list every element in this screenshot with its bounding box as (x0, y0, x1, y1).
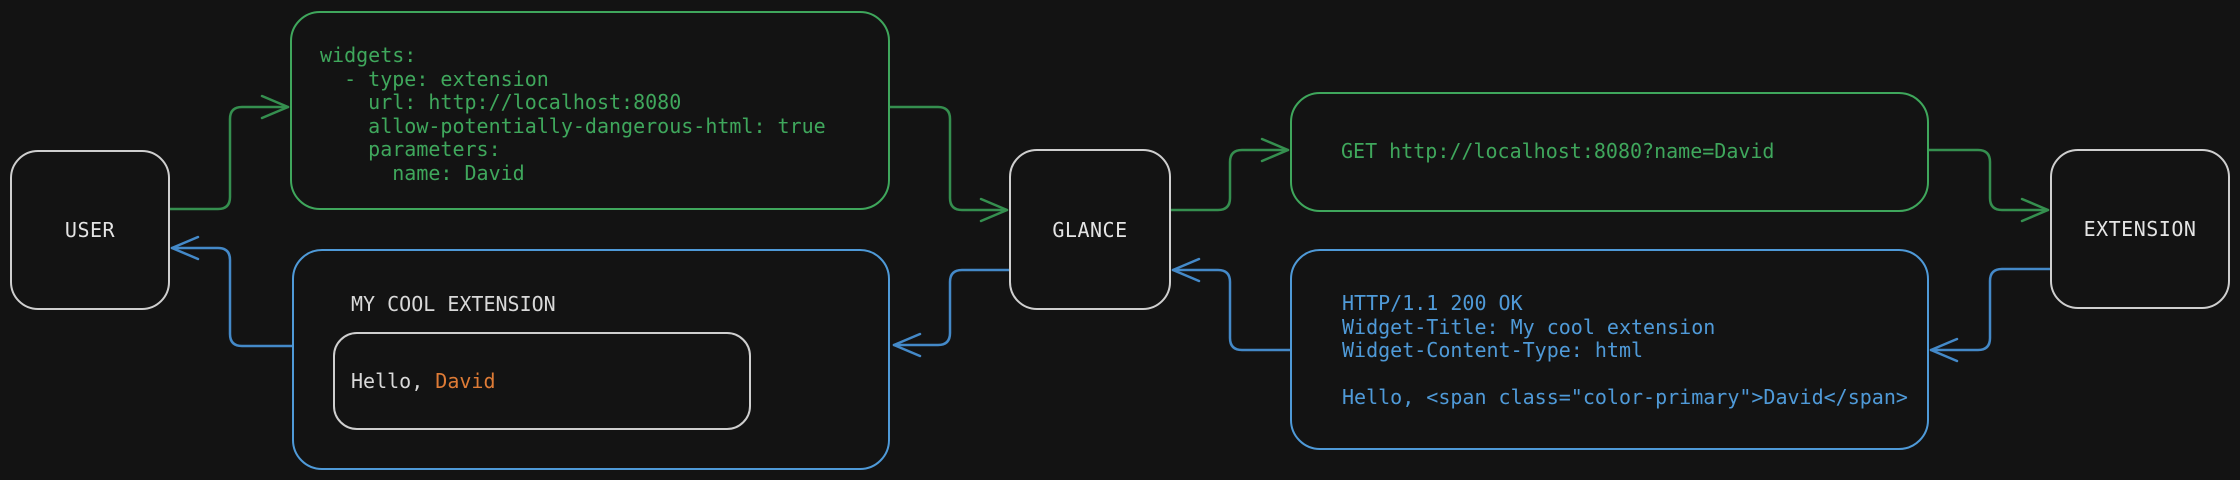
http-response-code: HTTP/1.1 200 OK Widget-Title: My cool ex… (1342, 291, 1908, 409)
http-request-code: GET http://localhost:8080?name=David (1341, 139, 1775, 164)
arrow-user-to-config (168, 94, 290, 211)
arrow-glance-to-widget (892, 268, 1011, 358)
arrow-extension-to-response (1929, 267, 2052, 363)
arrow-glance-to-request (1169, 137, 1290, 212)
user-node-label: USER (64, 218, 116, 242)
glance-node-label: GLANCE (1052, 217, 1128, 242)
config-yaml-box: widgets: - type: extension url: http://l… (290, 11, 890, 210)
arrow-response-to-glance (1171, 257, 1292, 352)
http-request-box: GET http://localhost:8080?name=David (1290, 92, 1929, 212)
config-yaml-code: widgets: - type: extension url: http://l… (320, 43, 826, 185)
greeting-prefix: Hello, (351, 369, 436, 393)
arrow-request-to-extension (1927, 148, 2050, 223)
user-node: USER (10, 150, 170, 310)
greeting-name: David (435, 369, 496, 393)
arrow-config-to-glance (888, 105, 1009, 223)
widget-inner-card: Hello, David (333, 332, 751, 430)
extension-node: EXTENSION (2050, 149, 2230, 309)
widget-greeting: Hello, David (351, 369, 496, 393)
arrow-widget-to-user (170, 235, 294, 348)
extension-node-label: EXTENSION (2083, 217, 2197, 241)
http-response-box: HTTP/1.1 200 OK Widget-Title: My cool ex… (1290, 249, 1929, 450)
widget-title: MY COOL EXTENSION (351, 292, 556, 316)
widget-preview-box: MY COOL EXTENSION Hello, David (292, 249, 890, 470)
glance-node: GLANCE (1009, 149, 1171, 310)
